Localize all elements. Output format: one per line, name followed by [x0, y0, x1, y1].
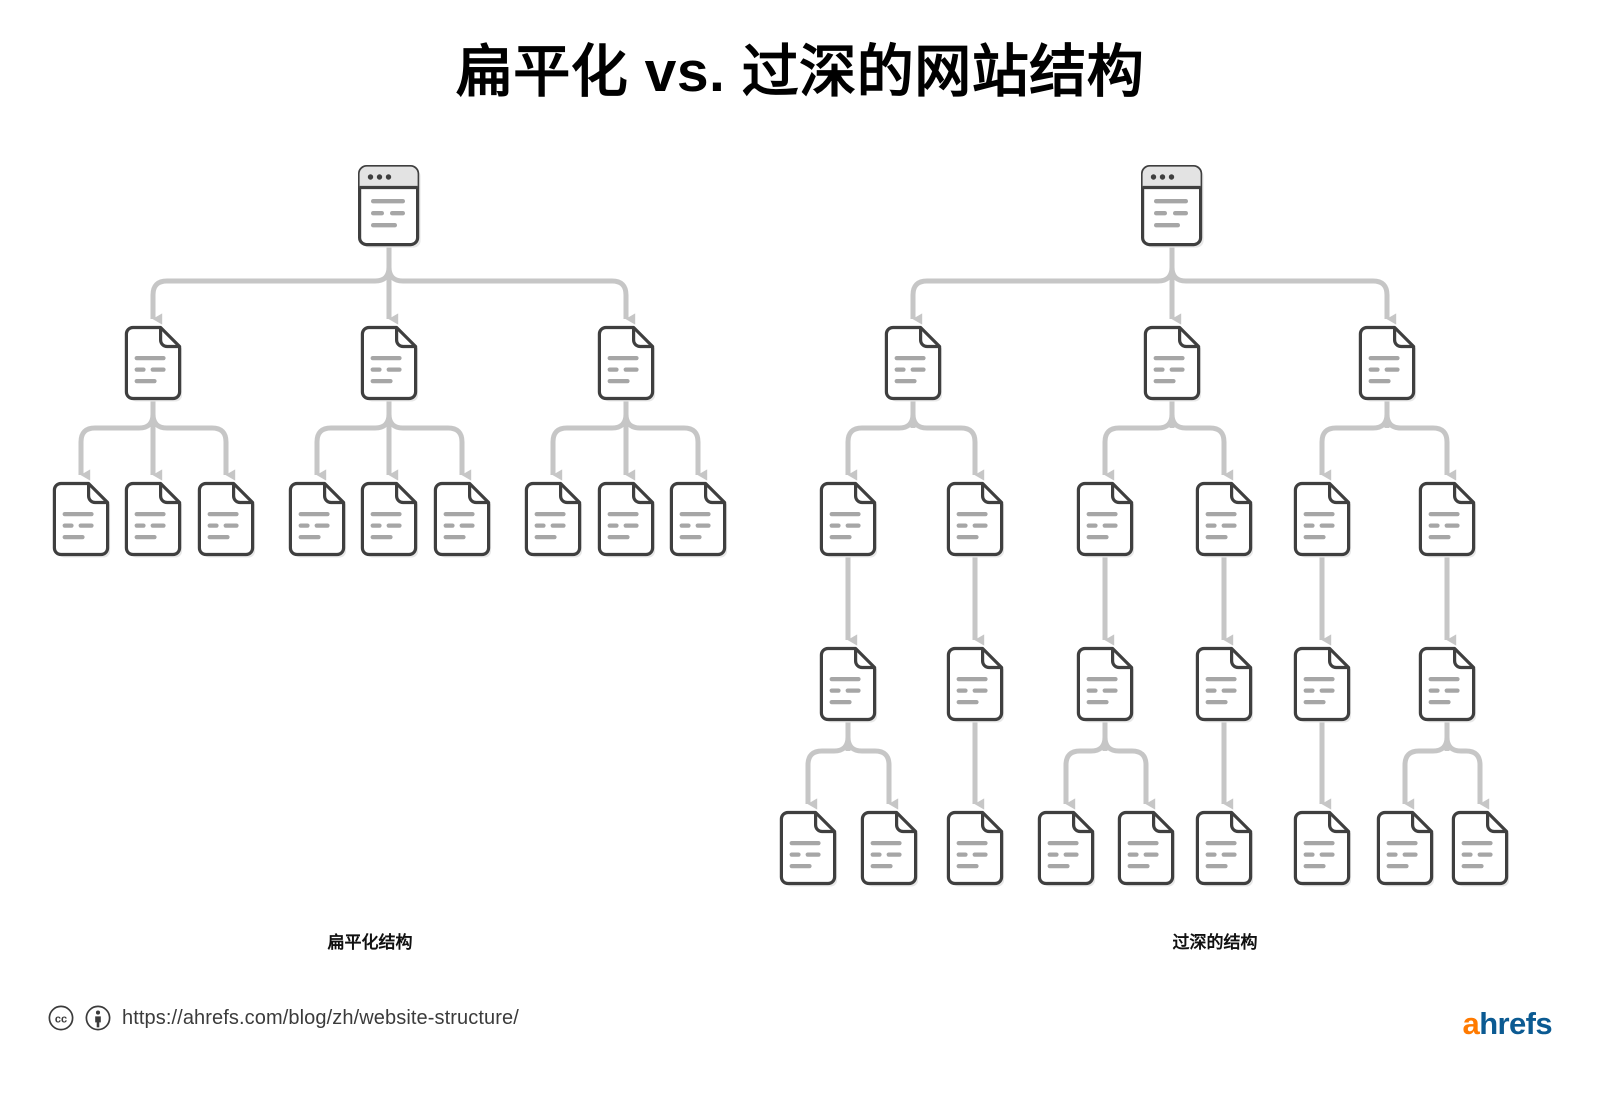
node-level4-deep-structure-3 — [1195, 646, 1255, 725]
connector-arrow — [623, 413, 708, 481]
node-level3-flat-structure-4 — [360, 481, 420, 560]
node-level5-deep-structure-4 — [1117, 810, 1177, 889]
node-level3-flat-structure-5 — [433, 481, 493, 560]
node-level5-deep-structure-8 — [1451, 810, 1511, 889]
connector-arrow — [1102, 736, 1156, 810]
node-root-deep-structure — [1140, 165, 1206, 250]
svg-text:cc: cc — [55, 1014, 67, 1026]
connector-arrow — [845, 736, 899, 810]
node-level4-deep-structure-4 — [1293, 646, 1353, 725]
connector-arrow — [386, 413, 472, 481]
node-level2-flat-structure-0 — [124, 325, 184, 404]
node-level5-deep-structure-0 — [779, 810, 839, 889]
footer-attribution: cc https://ahrefs.com/blog/zh/website-st… — [48, 1005, 519, 1031]
page-title: 扁平化 vs. 过深的网站结构 — [455, 40, 1145, 104]
connector-arrow — [1444, 736, 1490, 810]
connector-arrow — [1402, 736, 1450, 810]
connector-arrow — [314, 413, 392, 481]
connector-arrow — [1063, 736, 1108, 810]
node-level5-deep-structure-3 — [1037, 810, 1097, 889]
node-level4-deep-structure-5 — [1418, 646, 1478, 725]
node-level3-deep-structure-1 — [946, 481, 1006, 560]
node-level5-deep-structure-1 — [860, 810, 920, 889]
tree-connectors — [78, 247, 1490, 810]
caption-deep-structure: 过深的结构 — [1172, 933, 1258, 952]
caption-flat-structure: 扁平化结构 — [327, 933, 413, 952]
connector-arrow — [845, 413, 916, 481]
node-level3-deep-structure-4 — [1293, 481, 1353, 560]
logo-a: a — [1462, 1006, 1480, 1041]
connector-arrow — [910, 413, 985, 481]
node-level3-deep-structure-0 — [819, 481, 879, 560]
source-url: https://ahrefs.com/blog/zh/website-struc… — [122, 1006, 519, 1029]
node-level3-deep-structure-3 — [1195, 481, 1255, 560]
node-level3-flat-structure-0 — [52, 481, 112, 560]
node-level3-deep-structure-5 — [1418, 481, 1478, 560]
connector-arrow — [150, 266, 392, 325]
node-level3-flat-structure-3 — [288, 481, 348, 560]
creative-commons-icon: cc — [48, 1005, 74, 1031]
tree-nodes — [52, 165, 1511, 889]
node-level3-flat-structure-7 — [597, 481, 657, 560]
node-level4-deep-structure-2 — [1076, 646, 1136, 725]
node-level2-deep-structure-1 — [1143, 325, 1203, 404]
node-level4-deep-structure-0 — [819, 646, 879, 725]
connector-arrow — [1169, 266, 1397, 325]
connector-arrow — [78, 413, 156, 481]
node-level5-deep-structure-6 — [1293, 810, 1353, 889]
node-level3-flat-structure-2 — [197, 481, 257, 560]
node-level5-deep-structure-2 — [946, 810, 1006, 889]
connector-arrow — [1102, 413, 1175, 481]
node-level2-flat-structure-1 — [360, 325, 420, 404]
node-level3-flat-structure-8 — [669, 481, 729, 560]
node-level3-flat-structure-1 — [124, 481, 184, 560]
node-level2-deep-structure-0 — [884, 325, 944, 404]
node-root-flat-structure — [358, 165, 423, 250]
ahrefs-logo: a hrefs — [1462, 1006, 1553, 1041]
node-level3-deep-structure-2 — [1076, 481, 1136, 560]
connector-arrow — [550, 413, 629, 481]
connector-arrow — [1319, 413, 1390, 481]
connector-arrow — [1384, 413, 1457, 481]
node-level4-deep-structure-1 — [946, 646, 1006, 725]
node-level2-deep-structure-2 — [1358, 325, 1418, 404]
connector-arrow — [1169, 413, 1234, 481]
node-level2-flat-structure-2 — [597, 325, 657, 404]
logo-hrefs: hrefs — [1479, 1006, 1552, 1041]
connector-arrow — [805, 736, 851, 810]
connector-arrow — [150, 413, 236, 481]
connector-arrow — [910, 266, 1175, 325]
connector-arrow — [386, 266, 636, 325]
node-level5-deep-structure-5 — [1195, 810, 1255, 889]
node-level3-flat-structure-6 — [524, 481, 584, 560]
creative-commons-by-icon — [85, 1005, 111, 1031]
node-level5-deep-structure-7 — [1376, 810, 1436, 889]
